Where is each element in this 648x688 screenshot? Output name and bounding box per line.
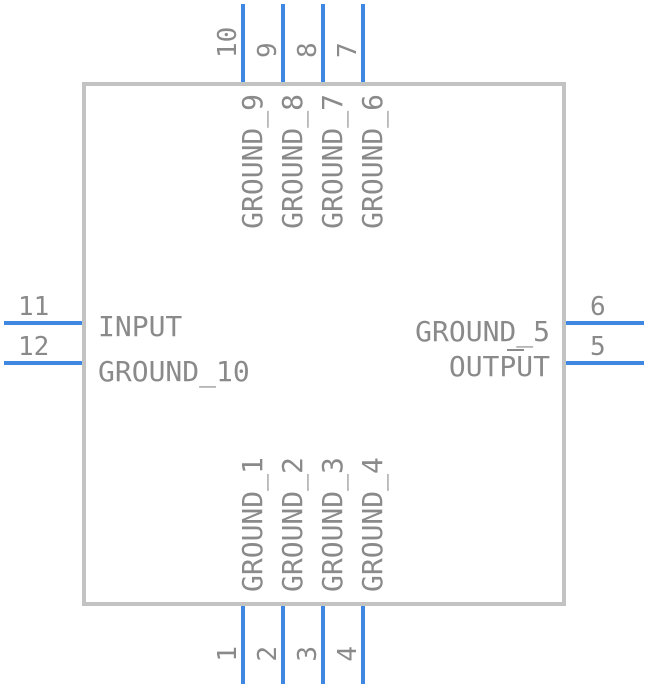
pin-7-number: 7 (333, 42, 363, 58)
pin-9-label: GROUND_8 (276, 94, 310, 229)
left-pins: 11 12 INPUT GROUND_10 (4, 292, 250, 389)
component-body (82, 82, 566, 606)
bottom-pins: 1 2 3 4 GROUND_1 GROUND_2 GROUND_3 GROUN… (213, 457, 390, 684)
pin-8-label: GROUND_7 (316, 94, 350, 229)
pin-3-number: 3 (293, 646, 323, 662)
pin-11-number: 11 (18, 292, 49, 322)
pin-12-number: 12 (18, 332, 49, 362)
pin-6-number: 6 (590, 292, 606, 322)
pin-4-number: 4 (333, 646, 363, 662)
pin-9-number: 9 (253, 42, 283, 58)
pin-10-label: GROUND_9 (236, 94, 270, 229)
top-pins: 10 9 8 7 GROUND_9 GROUND_8 GROUND_7 GROU… (213, 4, 390, 229)
pin-2-label: GROUND_2 (276, 457, 310, 592)
pin-5-number: 5 (590, 332, 606, 362)
pin-2-number: 2 (253, 646, 283, 662)
pin-8-number: 8 (293, 42, 323, 58)
pin-5-label: OUTPUT (449, 350, 550, 383)
pin-1-label: GROUND_1 (236, 457, 270, 592)
pin-6-label: GROUND_5 (415, 315, 550, 349)
pin-12-label: GROUND_10 (98, 355, 250, 389)
pin-1-number: 1 (213, 646, 243, 662)
pin-7-label: GROUND_6 (356, 94, 390, 229)
pin-10-number: 10 (213, 27, 243, 58)
pin-4-label: GROUND_4 (356, 457, 390, 592)
pin-3-label: GROUND_3 (316, 457, 350, 592)
pin-11-label: INPUT (98, 310, 182, 343)
right-pins: 6 5 GROUND_5 OUTPUT (415, 292, 644, 383)
